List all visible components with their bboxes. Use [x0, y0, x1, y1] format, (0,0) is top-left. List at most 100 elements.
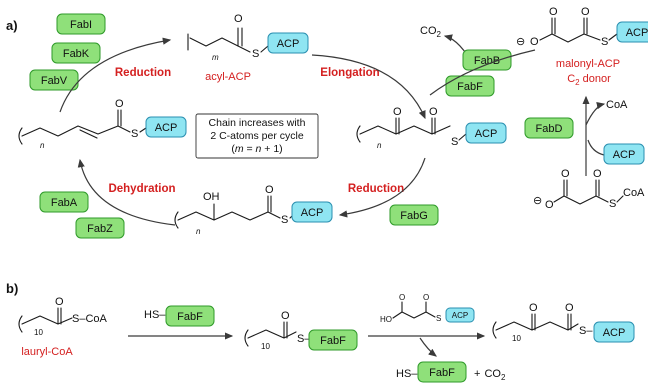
svg-text:ACP: ACP — [301, 207, 324, 219]
enzyme-fabf-b1: FabF — [165, 305, 215, 327]
svg-text:S: S — [281, 214, 288, 226]
plus-co2: +CO2 — [474, 368, 506, 382]
coa-released: CoA — [606, 99, 628, 111]
arrow-coa-release — [585, 102, 606, 126]
malonyl-acp-molecule: ⊖ O O O S ACP — [516, 6, 648, 48]
svg-text:O: O — [234, 13, 243, 25]
svg-text:O: O — [530, 36, 539, 48]
enzyme-fabf-b2: FabF — [308, 329, 358, 351]
svg-text:n: n — [40, 141, 45, 150]
step-elongation: Elongation — [320, 67, 379, 79]
enzyme-faba: FabA — [39, 191, 89, 213]
acp-tag-product: ACP — [593, 321, 635, 343]
svg-text:O: O — [393, 106, 402, 118]
svg-text:OH: OH — [203, 191, 220, 203]
acyl-acp-label: acyl-ACP — [205, 71, 251, 83]
arrow-dehydration — [77, 158, 176, 226]
c2-donor-label: C2 donor — [567, 73, 611, 87]
malonyl-acp-reagent: HO O O S ACP — [380, 293, 475, 324]
malonyl-acp-label: malonyl-ACP — [556, 58, 620, 70]
chain-note-box: Chain increases with 2 C-atoms per cycle… — [195, 113, 319, 159]
svg-text:ACP: ACP — [626, 27, 648, 39]
svg-text:S–: S– — [579, 325, 593, 337]
svg-text:O: O — [281, 310, 290, 322]
svg-text:FabI: FabI — [70, 19, 92, 31]
svg-text:FabF: FabF — [177, 311, 203, 323]
enzyme-fabf-top: FabF — [445, 75, 495, 97]
svg-text:O: O — [423, 293, 429, 302]
malonyl-coa-molecule: ⊖ O O O S CoA — [533, 168, 645, 211]
svg-text:(m = n + 1): (m = n + 1) — [231, 143, 282, 155]
svg-text:⊖: ⊖ — [533, 195, 542, 207]
svg-text:ACP: ACP — [277, 38, 300, 50]
svg-text:HO: HO — [380, 315, 392, 324]
svg-text:O: O — [549, 6, 558, 18]
svg-text:O: O — [265, 184, 274, 196]
arrow-reduction-top — [59, 37, 172, 113]
svg-text:FabZ: FabZ — [87, 223, 113, 235]
acp-tag-malonyl: ACP — [616, 21, 648, 43]
lauryl-coa-label: lauryl-CoA — [21, 346, 73, 358]
enzyme-fabd: FabD — [524, 117, 574, 139]
svg-text:ACP: ACP — [155, 122, 178, 134]
enzyme-fabb: FabB — [462, 49, 512, 71]
acp-tag-hydroxyacyl: ACP — [291, 201, 333, 223]
enzyme-fabi: FabI — [56, 13, 106, 35]
svg-text:O: O — [545, 199, 554, 211]
svg-text:ACP: ACP — [613, 149, 636, 161]
svg-text:O: O — [529, 302, 538, 314]
svg-text:FabF: FabF — [457, 81, 483, 93]
step-reduction-bottom: Reduction — [348, 183, 404, 195]
svg-text:Chain increases with: Chain increases with — [209, 117, 306, 129]
ketoacyl-acp-product: O O S– 10 ACP — [492, 302, 635, 343]
svg-text:10: 10 — [512, 334, 521, 343]
svg-text:FabK: FabK — [63, 48, 90, 60]
svg-text:n: n — [377, 141, 382, 150]
acp-tag-enoyl: ACP — [145, 116, 187, 138]
enzyme-fabf-b3: FabF — [417, 361, 467, 383]
enzyme-fabk: FabK — [51, 42, 101, 64]
co2-top: CO2 — [420, 25, 442, 39]
arrow-malonyl-in — [429, 49, 536, 96]
svg-text:O: O — [565, 302, 574, 314]
svg-text:O: O — [581, 6, 590, 18]
hydroxyacyl-acp-molecule: OH O S ACP n — [174, 184, 333, 236]
hs-label-2: HS– — [396, 368, 418, 380]
svg-text:10: 10 — [34, 328, 43, 337]
step-dehydration: Dehydration — [108, 183, 175, 195]
enoyl-acp-molecule: O S ACP n — [18, 98, 187, 150]
svg-text:FabF: FabF — [429, 367, 455, 379]
svg-text:FabA: FabA — [51, 197, 78, 209]
acp-tag-acyl: ACP — [267, 32, 309, 54]
svg-text:FabF: FabF — [320, 335, 346, 347]
svg-text:S: S — [252, 48, 259, 60]
svg-text:O: O — [399, 293, 405, 302]
svg-text:ACP: ACP — [603, 327, 626, 339]
acyl-fabf-molecule: O S– 10 — [244, 310, 311, 351]
svg-text:ACP: ACP — [452, 311, 468, 320]
svg-text:FabB: FabB — [474, 55, 500, 67]
arrow-b-release — [419, 337, 437, 357]
svg-text:S: S — [436, 314, 441, 323]
svg-text:S: S — [451, 136, 458, 148]
svg-text:10: 10 — [261, 342, 270, 351]
svg-text:O: O — [55, 296, 64, 308]
enzyme-fabg: FabG — [389, 204, 439, 226]
enzyme-fabz: FabZ — [75, 217, 125, 239]
panel-label-a: a) — [6, 18, 18, 33]
svg-text:S: S — [609, 198, 616, 210]
svg-text:⊖: ⊖ — [516, 36, 525, 48]
acyl-acp-molecule: O S ACP m — [187, 13, 309, 62]
svg-text:CoA: CoA — [623, 187, 645, 199]
hs-label-1: HS– — [144, 309, 166, 321]
svg-text:O: O — [593, 168, 602, 180]
svg-text:FabV: FabV — [41, 75, 68, 87]
svg-text:FabG: FabG — [400, 210, 428, 222]
svg-text:O: O — [115, 98, 124, 110]
svg-text:FabD: FabD — [536, 123, 563, 135]
ketoacyl-acp-molecule: O O S ACP n — [356, 106, 507, 150]
svg-text:S: S — [131, 128, 138, 140]
acp-tag-fabd-input: ACP — [603, 143, 645, 165]
